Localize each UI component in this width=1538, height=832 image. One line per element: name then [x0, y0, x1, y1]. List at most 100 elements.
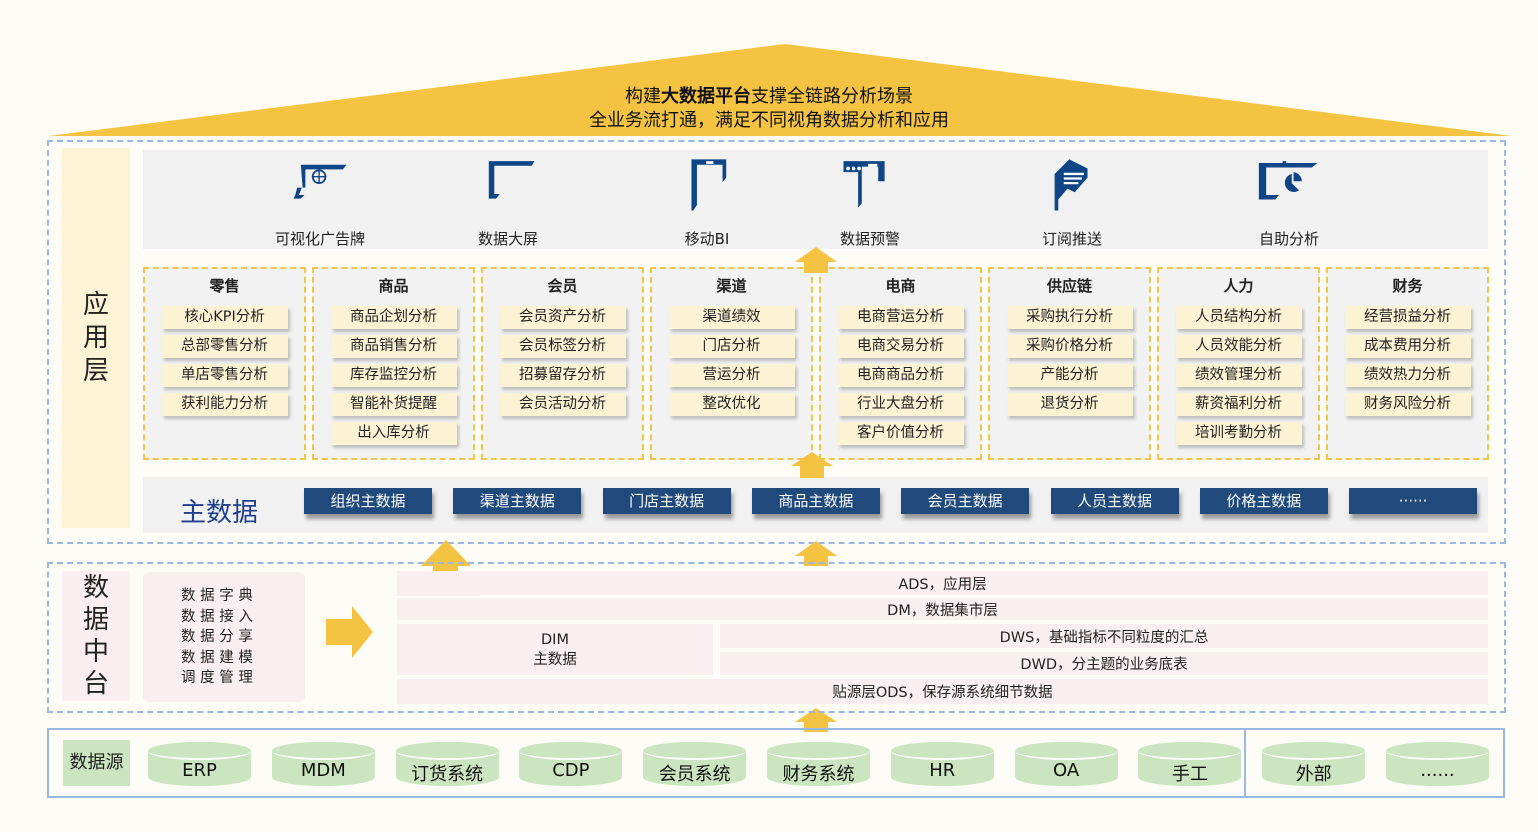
analysis-item[interactable]: 电商商品分析 [837, 364, 964, 387]
category-2: 会员会员资产分析会员标签分析招募留存分析会员活动分析 [481, 267, 644, 460]
roof-title-line2: 全业务流打通，满足不同视角数据分析和应用 [589, 110, 949, 131]
analysis-item[interactable]: 行业大盘分析 [837, 393, 964, 416]
category-0: 零售核心KPI分析总部零售分析单店零售分析获利能力分析 [143, 267, 306, 460]
subscription-icon [1054, 159, 1088, 211]
data-source-internal: 手工 [1138, 742, 1242, 786]
app-2[interactable]: 移动BI [627, 152, 787, 249]
layer-dws: DWS，基础指标不同粒度的汇总 [720, 624, 1488, 648]
master-data-item[interactable]: 价格主数据 [1199, 488, 1328, 514]
analysis-item[interactable]: 经营损益分析 [1344, 306, 1471, 329]
roof-banner [48, 44, 1512, 136]
analysis-item[interactable]: 库存监控分析 [330, 364, 457, 387]
function-item: 数 据 分 享 [181, 629, 253, 645]
analysis-item[interactable]: 总部零售分析 [161, 335, 288, 358]
analysis-item[interactable]: 商品销售分析 [330, 335, 457, 358]
mobile-icon [691, 159, 727, 211]
data-source-internal: MDM [271, 742, 375, 786]
analysis-item[interactable]: 获利能力分析 [161, 393, 288, 416]
divider [1244, 729, 1246, 797]
app-label: 移动BI [684, 230, 730, 248]
analysis-item[interactable]: 核心KPI分析 [161, 306, 288, 329]
master-data-item[interactable]: 组织主数据 [304, 488, 432, 514]
analysis-item[interactable]: 门店分析 [668, 335, 795, 358]
analysis-item[interactable]: 招募留存分析 [499, 364, 626, 387]
category-5: 供应链采购执行分析采购价格分析产能分析退货分析 [988, 267, 1151, 460]
master-data-item[interactable]: 门店主数据 [602, 488, 731, 514]
analysis-item[interactable]: 客户价值分析 [837, 422, 964, 445]
category-title: 财务 [1392, 277, 1423, 295]
analysis-item[interactable]: 整改优化 [668, 393, 795, 416]
app-label: 数据大屏 [477, 230, 538, 248]
layer-dwd: DWD，分主题的业务底表 [720, 652, 1488, 675]
function-item: 数 据 接 入 [181, 608, 253, 625]
data-middle-platform [47, 562, 1506, 713]
app-5[interactable]: 自助分析 [1209, 152, 1369, 249]
analysis-item[interactable]: 出入库分析 [330, 422, 457, 445]
application-layer-label: 应用层 [62, 148, 130, 528]
analysis-item[interactable]: 绩效管理分析 [1175, 364, 1302, 387]
analysis-item[interactable]: 会员活动分析 [499, 393, 626, 416]
analysis-item[interactable]: 成本费用分析 [1344, 335, 1471, 358]
analysis-item[interactable]: 薪资福利分析 [1175, 393, 1302, 416]
master-data-item[interactable]: 渠道主数据 [453, 488, 582, 514]
layer-ads: ADS，应用层 [397, 571, 1488, 596]
data-functions: 数 据 字 典 数 据 接 入 数 据 分 享 数 据 建 模 调 度 管 理 [143, 572, 305, 702]
analysis-item[interactable]: 采购价格分析 [1006, 335, 1133, 358]
category-title: 供应链 [1046, 277, 1092, 295]
master-data-item[interactable]: 人员主数据 [1050, 488, 1179, 514]
category-3: 渠道渠道绩效门店分析营运分析整改优化 [650, 267, 813, 460]
analysis-item[interactable]: 采购执行分析 [1006, 306, 1133, 329]
data-source-internal: ERP [148, 742, 251, 786]
billboard-globe-icon [293, 164, 347, 199]
analysis-item[interactable]: 营运分析 [668, 364, 795, 387]
analysis-item[interactable]: 智能补货提醒 [330, 393, 457, 416]
master-data-item[interactable]: ······ [1349, 488, 1478, 514]
analysis-item[interactable]: 会员标签分析 [499, 335, 626, 358]
analysis-item[interactable]: 财务风险分析 [1344, 393, 1471, 416]
data-source-internal: OA [1014, 742, 1118, 786]
analysis-item[interactable]: 人员效能分析 [1175, 335, 1302, 358]
app-label: 数据预警 [839, 230, 900, 248]
data-source-internal: HR [890, 742, 994, 786]
layer-dm: DM，数据集市层 [397, 598, 1488, 620]
analysis-item[interactable]: 退货分析 [1006, 393, 1133, 416]
analysis-item[interactable]: 产能分析 [1006, 364, 1133, 387]
layer-ods: 贴源层ODS，保存源系统细节数据 [397, 679, 1488, 704]
analysis-item[interactable]: 电商交易分析 [837, 335, 964, 358]
application-layer [47, 140, 1506, 544]
data-source-external: 外部 [1262, 742, 1366, 786]
big-screen-icon [488, 161, 535, 199]
analysis-item[interactable]: 渠道绩效 [668, 306, 795, 329]
category-title: 人力 [1223, 277, 1254, 295]
analysis-item[interactable]: 培训考勤分析 [1175, 422, 1302, 445]
function-item: 数 据 字 典 [181, 588, 253, 604]
function-item: 调 度 管 理 [181, 670, 253, 686]
app-label: 订阅推送 [1041, 230, 1102, 248]
analysis-item[interactable]: 单店零售分析 [161, 364, 288, 387]
analysis-item[interactable]: 会员资产分析 [499, 306, 626, 329]
function-item: 数 据 建 模 [181, 649, 253, 666]
category-1: 商品商品企划分析商品销售分析库存监控分析智能补货提醒出入库分析 [312, 267, 475, 460]
analysis-item[interactable]: 商品企划分析 [330, 306, 457, 329]
app-1[interactable]: 数据大屏 [428, 152, 588, 249]
master-data-item[interactable]: 会员主数据 [901, 488, 1030, 514]
master-data-item[interactable]: 商品主数据 [751, 488, 880, 514]
analysis-item[interactable]: 人员结构分析 [1175, 306, 1302, 329]
data-source-internal: 会员系统 [643, 742, 747, 786]
app-3[interactable]: 数据预警 [790, 152, 950, 249]
analysis-item[interactable]: 电商营运分析 [837, 306, 964, 329]
data-source-external: ...... [1386, 742, 1489, 786]
app-0[interactable]: 可视化广告牌 [240, 152, 400, 249]
app-4[interactable]: 订阅推送 [992, 152, 1152, 249]
data-source-layer [47, 728, 1505, 798]
category-title: 会员 [547, 277, 578, 295]
data-source-internal: 财务系统 [767, 742, 870, 786]
data-middle-label: 数据中台 [62, 571, 130, 701]
category-4: 电商电商营运分析电商交易分析电商商品分析行业大盘分析客户价值分析 [819, 267, 982, 460]
analysis-item[interactable]: 绩效热力分析 [1344, 364, 1471, 387]
master-data-title: 主数据 [180, 498, 259, 528]
pie-chart-icon [1258, 161, 1318, 200]
data-source-internal: CDP [519, 742, 623, 786]
divider [481, 595, 1488, 598]
